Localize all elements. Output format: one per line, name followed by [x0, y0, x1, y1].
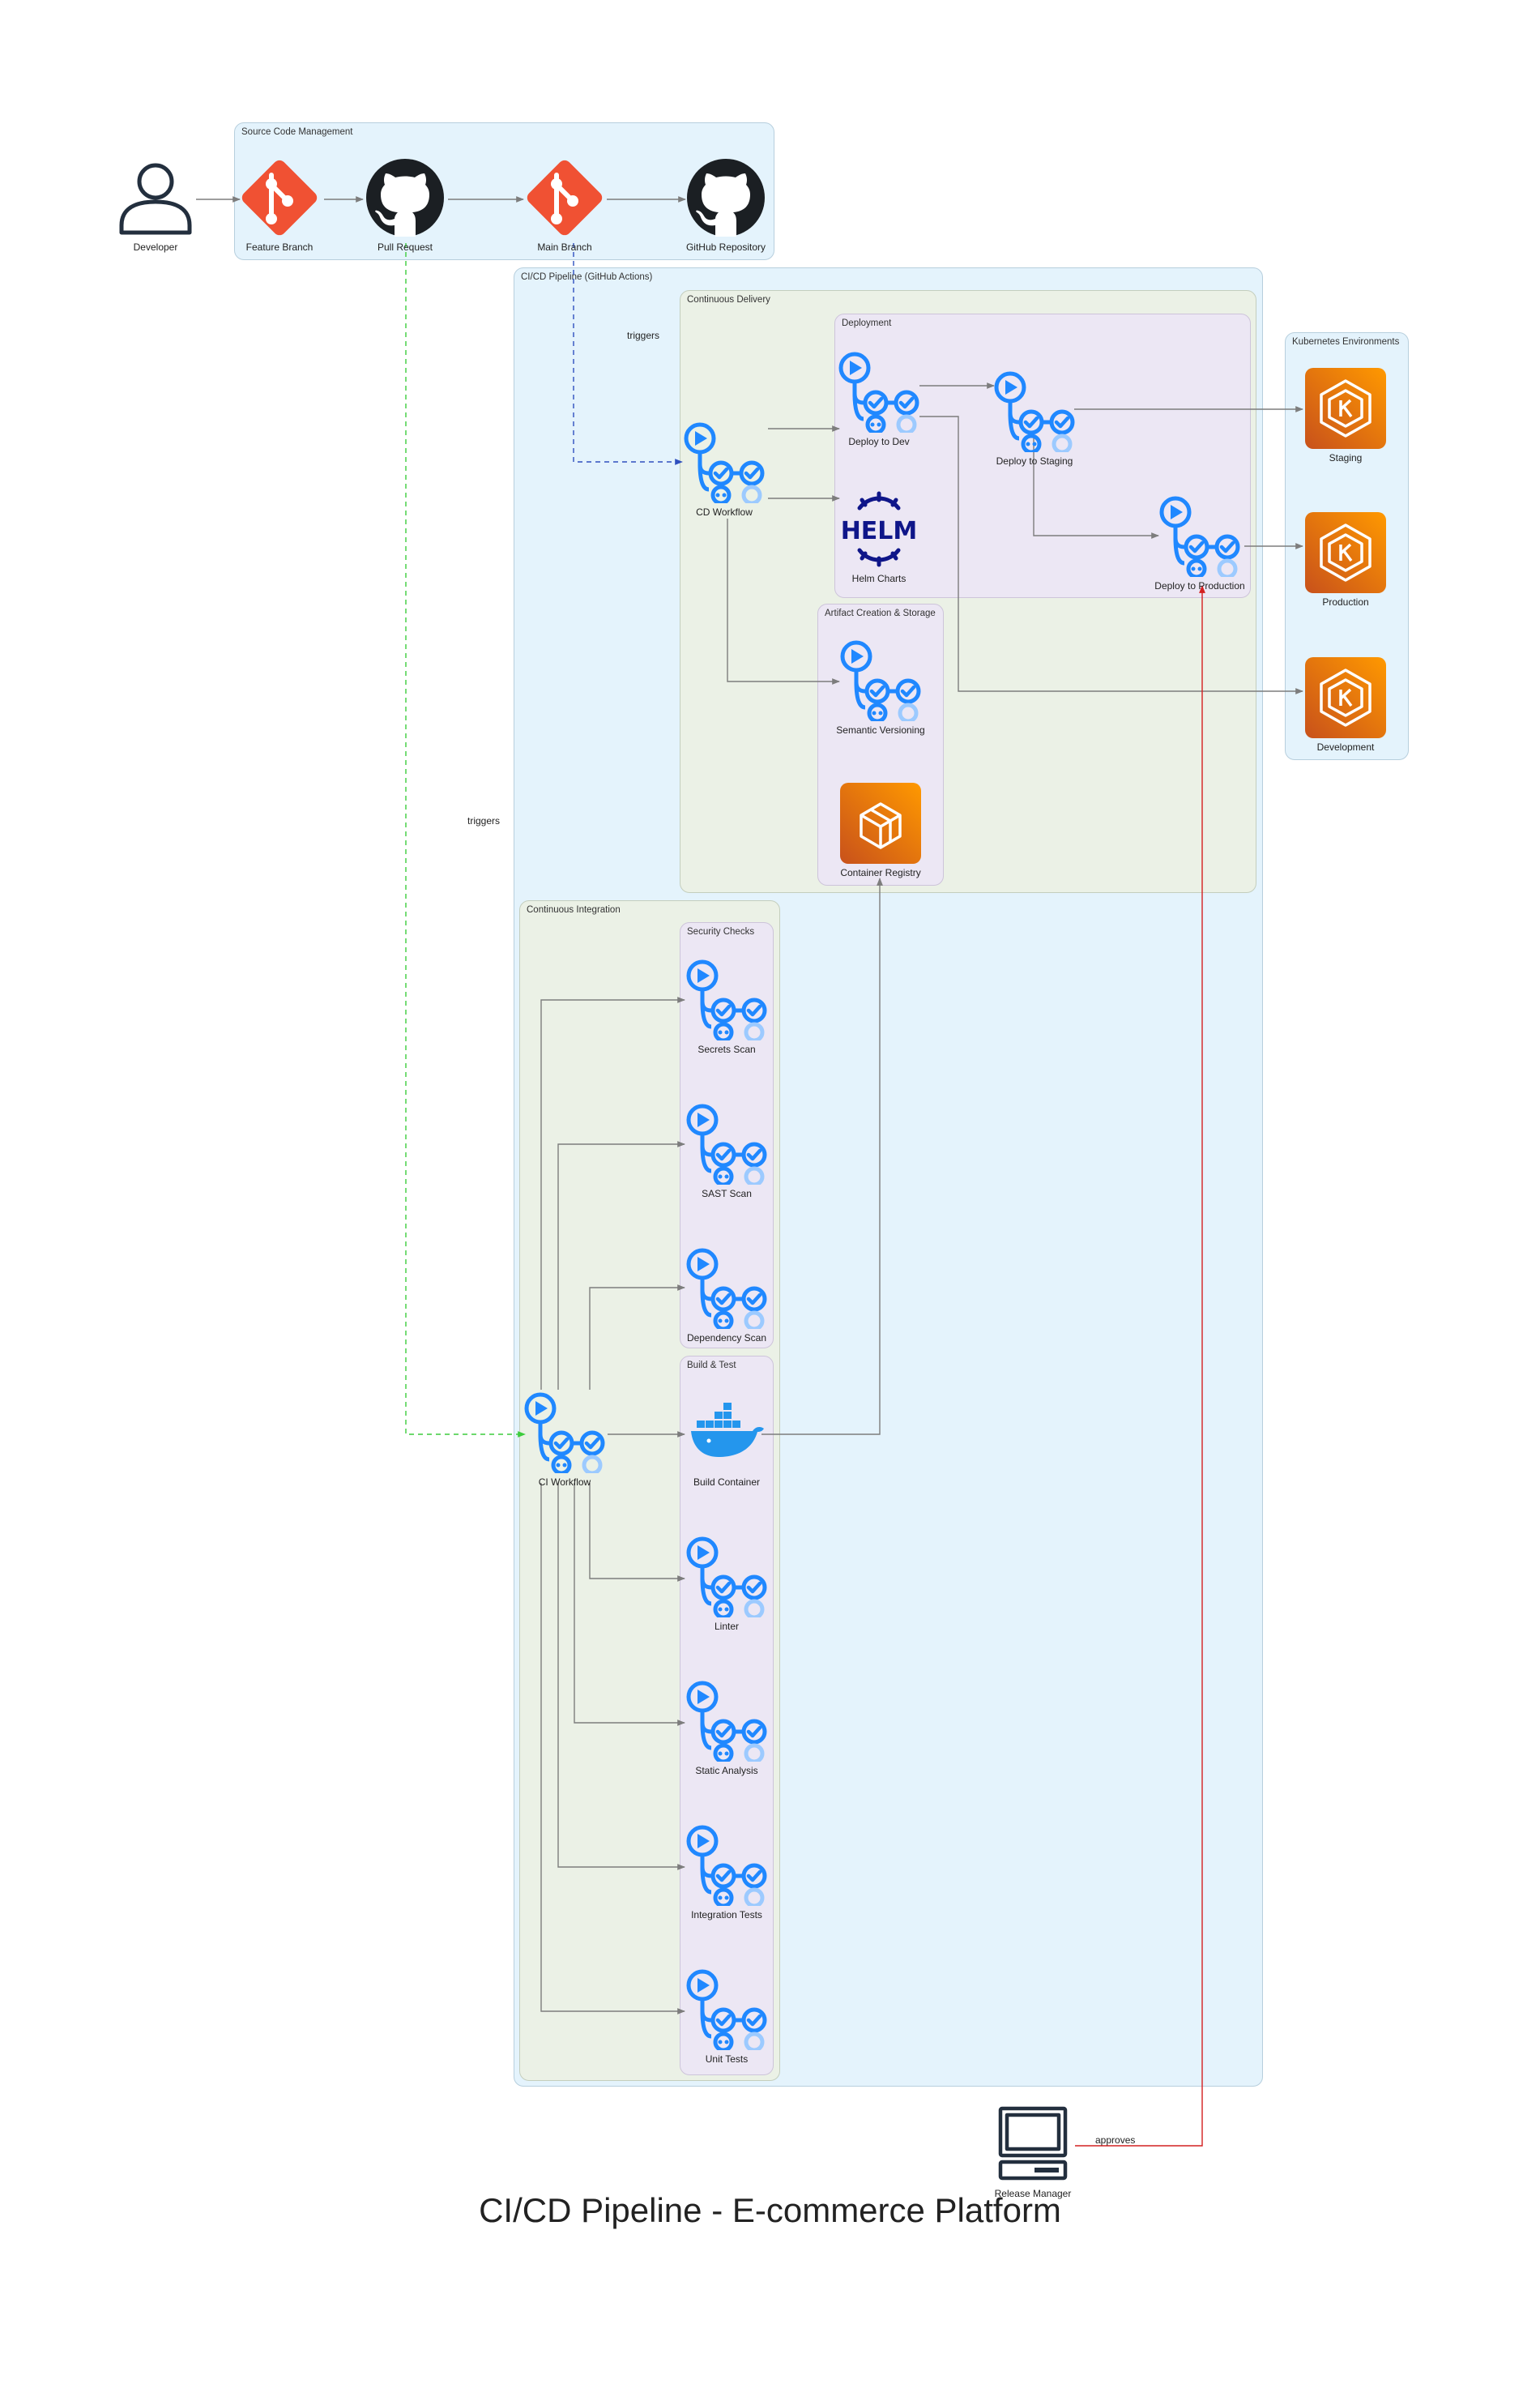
github-actions-icon	[994, 371, 1075, 452]
cluster-title: Continuous Integration	[527, 905, 621, 915]
github-actions-icon	[686, 1104, 767, 1185]
github-icon	[687, 159, 765, 237]
node-container-registry: Container Registry	[828, 783, 933, 878]
node-label: CI Workflow	[538, 1476, 591, 1488]
github-actions-icon	[840, 640, 921, 721]
eks-icon	[1305, 368, 1386, 449]
node-developer: Developer	[104, 157, 207, 253]
github-actions-icon	[838, 352, 919, 433]
node-release-manager: Release Manager	[988, 2104, 1077, 2199]
github-actions-icon	[524, 1392, 605, 1473]
cluster-title: Artifact Creation & Storage	[825, 609, 936, 618]
node-label: Dependency Scan	[686, 1332, 767, 1344]
node-label: Integration Tests	[691, 1909, 762, 1920]
node-label: Static Analysis	[695, 1765, 758, 1776]
edge-label-triggers-ci: triggers	[467, 815, 501, 827]
docker-icon	[691, 1403, 764, 1457]
node-label: CD Workflow	[696, 506, 753, 518]
node-deploy-production: Deploy to Production	[1139, 496, 1261, 592]
cluster-title: Security Checks	[687, 927, 755, 937]
node-label: Secrets Scan	[697, 1044, 756, 1055]
eks-icon	[1305, 512, 1386, 593]
node-feature-branch: Feature Branch	[229, 157, 330, 253]
node-label: Deploy to Staging	[996, 455, 1073, 467]
cluster-title: Continuous Delivery	[687, 295, 770, 305]
node-label: Linter	[714, 1621, 740, 1632]
node-deploy-dev: Deploy to Dev	[834, 352, 924, 447]
node-label: Feature Branch	[245, 241, 314, 253]
cluster-build-test: Build & Test	[680, 1356, 774, 2075]
node-secrets-scan: Secrets Scan	[684, 959, 770, 1055]
node-label: GitHub Repository	[685, 241, 766, 253]
node-cd-workflow: CD Workflow	[679, 422, 770, 518]
github-actions-icon	[686, 1681, 767, 1762]
cluster-title: Kubernetes Environments	[1292, 337, 1400, 347]
github-icon	[366, 159, 444, 237]
cluster-title: Build & Test	[687, 1361, 736, 1370]
node-label: Development	[1316, 741, 1375, 753]
node-deploy-staging: Deploy to Staging	[982, 371, 1087, 467]
github-actions-icon	[684, 422, 765, 503]
eks-icon	[1305, 657, 1386, 738]
edge-label-triggers-cd: triggers	[627, 330, 660, 341]
node-pull-request: Pull Request	[355, 157, 455, 253]
edge-label-approves: approves	[1095, 2134, 1136, 2146]
node-label: Main Branch	[537, 241, 592, 253]
node-sast-scan: SAST Scan	[684, 1104, 770, 1199]
node-label: Developer	[133, 241, 178, 253]
node-label: Deploy to Production	[1154, 580, 1245, 592]
cluster-title: CI/CD Pipeline (GitHub Actions)	[521, 272, 653, 282]
github-actions-icon	[686, 1248, 767, 1329]
diagram-title: CI/CD Pipeline - E-commerce Platform	[479, 2191, 1061, 2229]
node-label: Semantic Versioning	[836, 724, 925, 736]
node-label: Staging	[1329, 452, 1363, 464]
node-label: Unit Tests	[705, 2053, 749, 2065]
node-main-branch: Main Branch	[514, 157, 615, 253]
container-registry-icon	[840, 783, 921, 864]
cluster-source-code-management: Source Code Management	[234, 122, 774, 260]
git-icon	[527, 160, 603, 236]
node-k8s-development: Development	[1303, 657, 1388, 753]
node-build-container: Build Container	[680, 1392, 773, 1488]
node-unit-tests: Unit Tests	[684, 1969, 770, 2065]
github-actions-icon	[1159, 496, 1240, 577]
node-label: Pull Request	[377, 241, 433, 253]
node-label: Container Registry	[840, 867, 921, 878]
node-label: Helm Charts	[851, 573, 907, 584]
github-actions-icon	[686, 959, 767, 1040]
node-label: Deploy to Dev	[848, 436, 910, 447]
git-icon	[241, 160, 318, 236]
node-semantic-versioning: Semantic Versioning	[828, 640, 933, 736]
node-ci-workflow: CI Workflow	[522, 1392, 608, 1488]
node-k8s-staging: Staging	[1303, 368, 1388, 464]
github-actions-icon	[686, 1536, 767, 1617]
node-github-repository: GitHub Repository	[669, 157, 783, 253]
node-integration-tests: Integration Tests	[680, 1825, 773, 1920]
user-icon	[119, 163, 192, 235]
node-dependency-scan: Dependency Scan	[680, 1248, 773, 1344]
svg-text:HELM: HELM	[841, 517, 918, 545]
node-label: Release Manager	[994, 2188, 1072, 2199]
github-actions-icon	[686, 1825, 767, 1906]
computer-icon	[998, 2106, 1068, 2181]
node-label: Production	[1322, 596, 1369, 608]
node-label: Build Container	[693, 1476, 761, 1488]
node-k8s-production: Production	[1303, 512, 1388, 608]
helm-icon: HELM	[841, 491, 918, 567]
cluster-title: Deployment	[842, 318, 892, 328]
cluster-title: Source Code Management	[241, 127, 353, 137]
node-linter: Linter	[684, 1536, 770, 1632]
github-actions-icon	[686, 1969, 767, 2050]
node-label: SAST Scan	[702, 1188, 752, 1199]
node-static-analysis: Static Analysis	[684, 1681, 770, 1776]
node-helm-charts: HELM Helm Charts	[834, 489, 924, 584]
edge-pr-triggers-ci	[405, 243, 526, 1438]
